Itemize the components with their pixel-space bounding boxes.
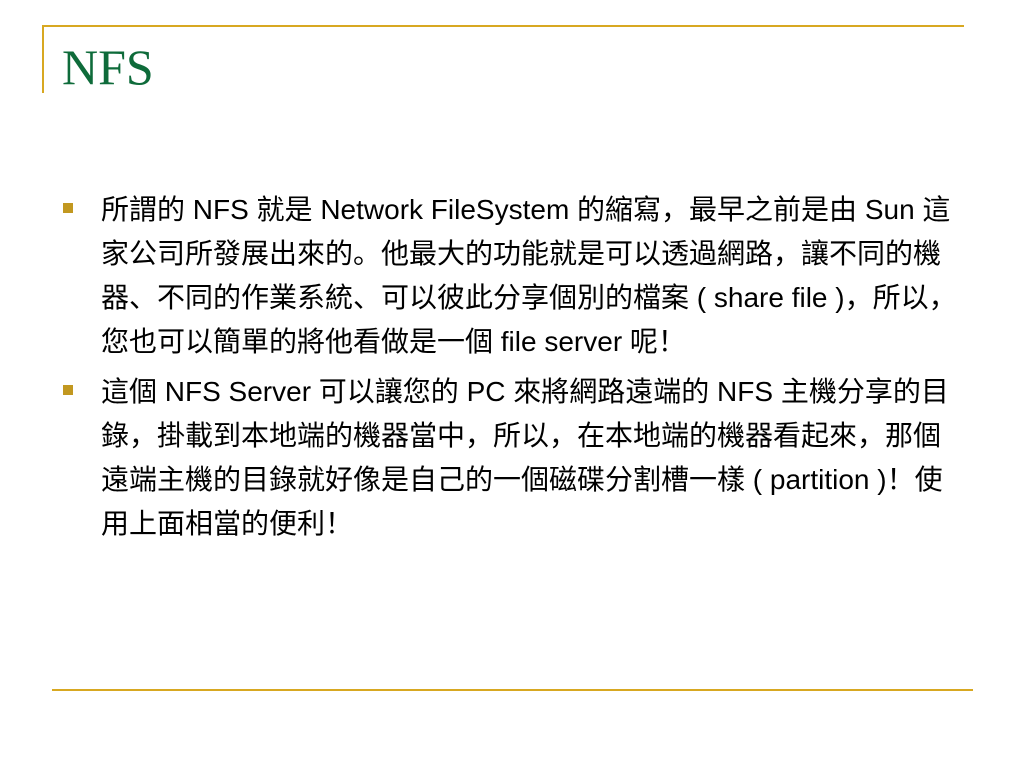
bullet-item: 所謂的 NFS 就是 Network FileSystem 的縮寫，最早之前是由…	[58, 188, 963, 364]
square-bullet-icon	[63, 385, 73, 395]
title-left-rule	[42, 25, 44, 93]
bullet-text: 所謂的 NFS 就是 Network FileSystem 的縮寫，最早之前是由…	[101, 194, 957, 357]
square-bullet-icon	[63, 203, 73, 213]
slide-title: NFS	[62, 39, 154, 95]
bullet-list: 所謂的 NFS 就是 Network FileSystem 的縮寫，最早之前是由…	[58, 188, 963, 552]
bottom-rule	[52, 689, 973, 691]
bullet-item: 這個 NFS Server 可以讓您的 PC 來將網路遠端的 NFS 主機分享的…	[58, 370, 963, 546]
title-top-rule	[42, 25, 964, 27]
bullet-text: 這個 NFS Server 可以讓您的 PC 來將網路遠端的 NFS 主機分享的…	[101, 376, 949, 539]
